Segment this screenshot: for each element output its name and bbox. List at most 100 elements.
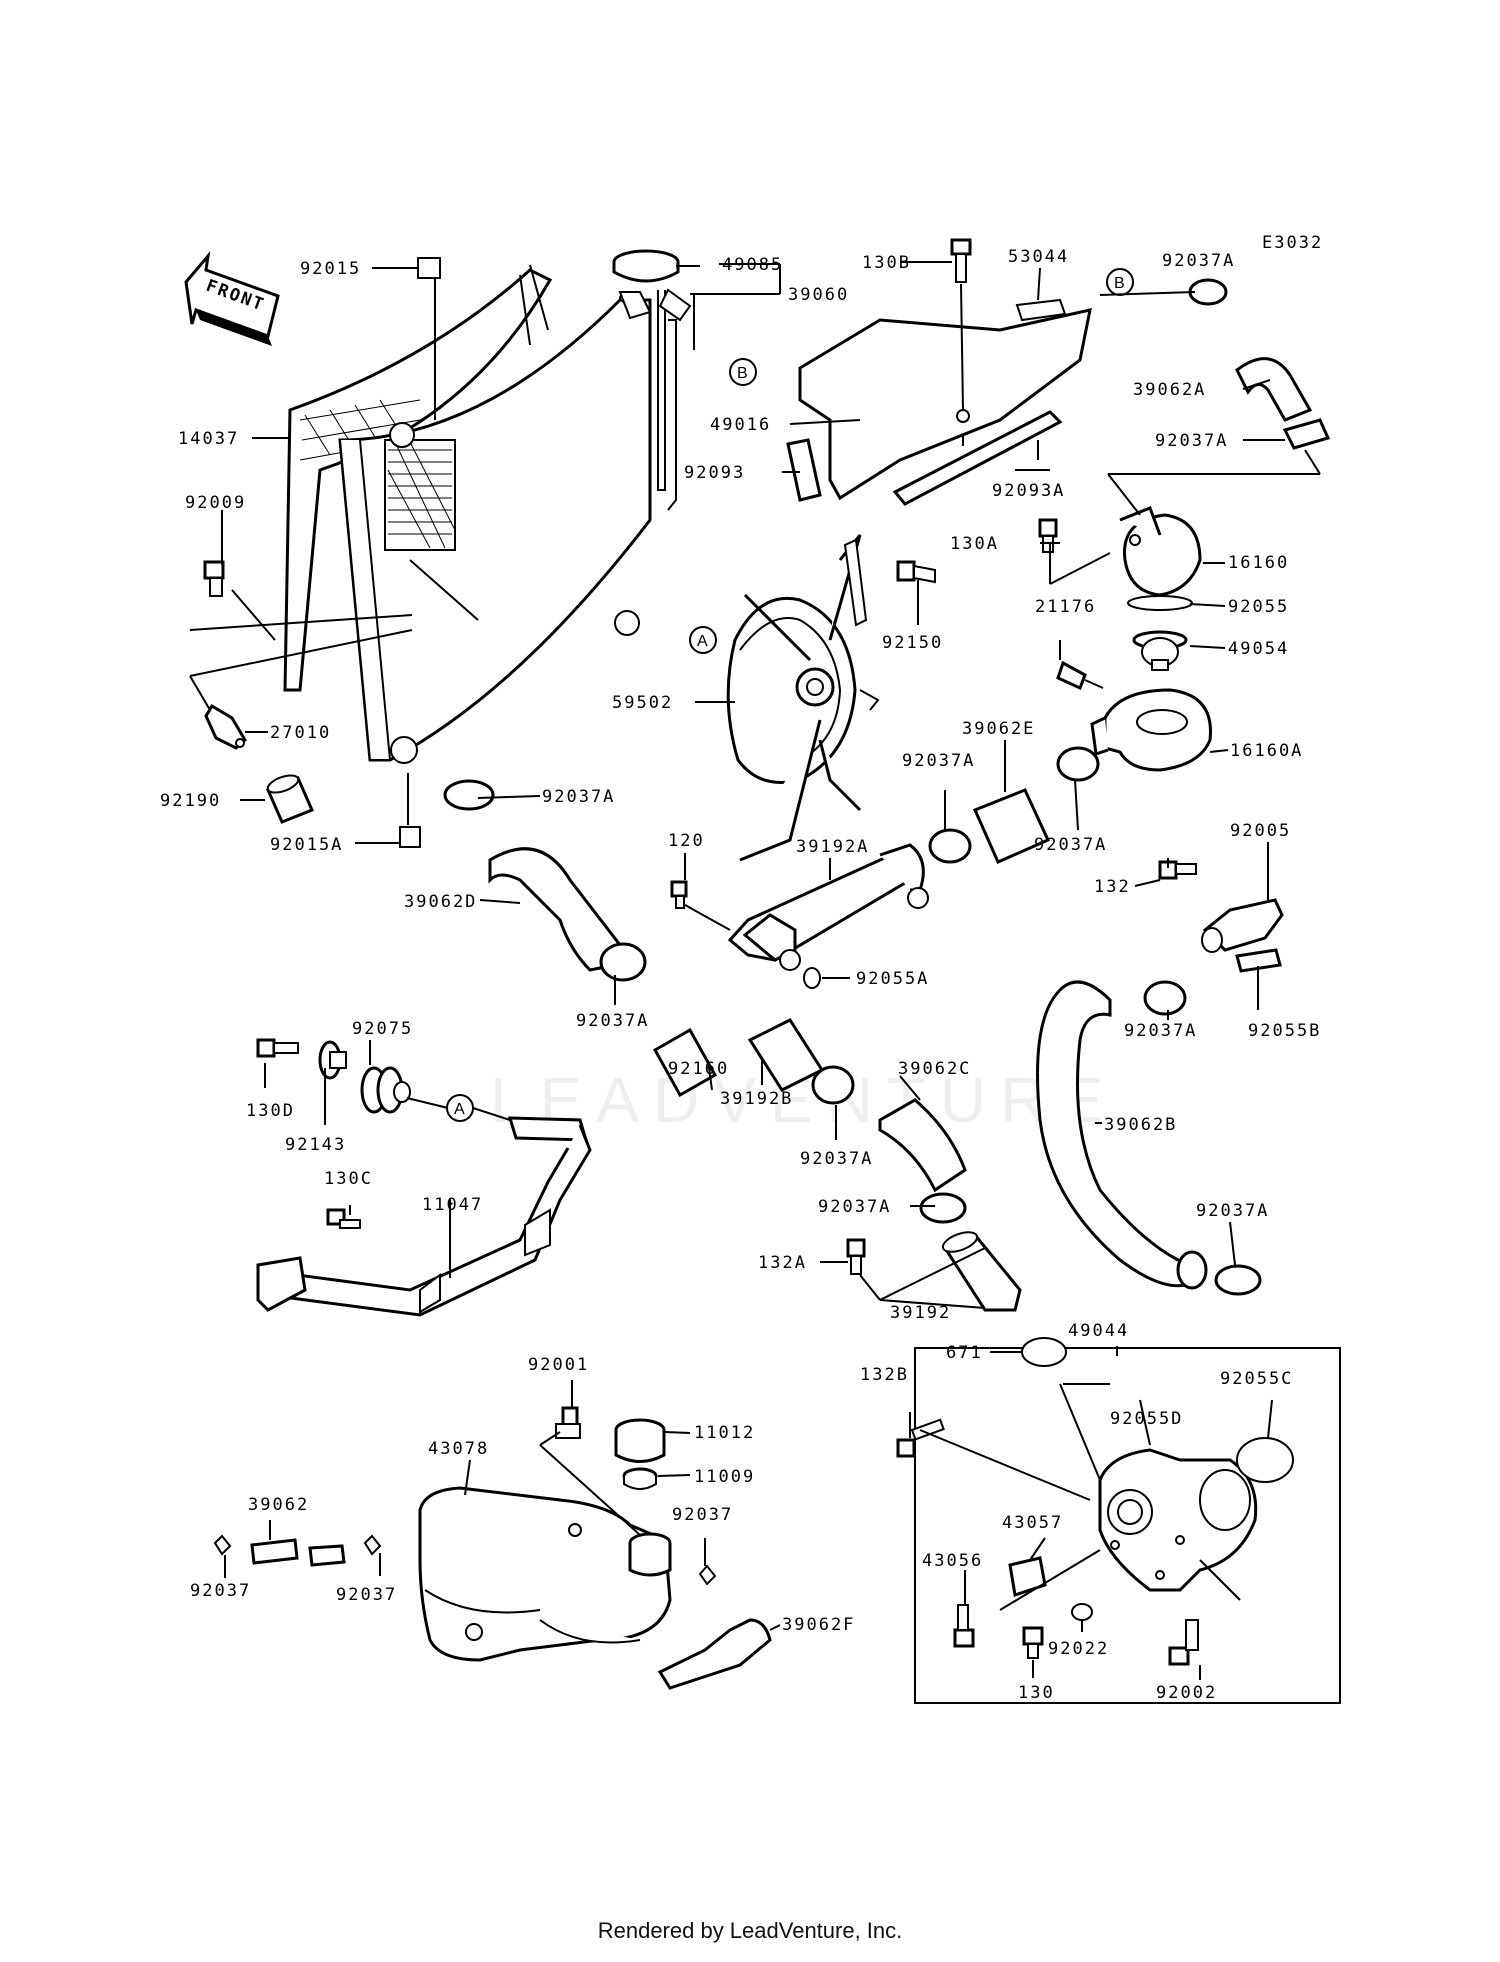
label-92037A-5: 92037A (1034, 835, 1107, 855)
ref-a-label: A (697, 633, 708, 650)
label-14037: 14037 (178, 429, 239, 449)
bolt-92002 (1168, 1619, 1199, 1666)
bolt-130A (1038, 518, 1058, 553)
label-92150: 92150 (882, 633, 943, 653)
label-92037A-7: 92037A (576, 1011, 649, 1031)
label-92160: 92160 (668, 1059, 729, 1079)
ref-b-label-2: B (1114, 275, 1125, 292)
bolt-130B (950, 238, 972, 283)
label-130C: 130C (324, 1169, 373, 1189)
fitting-92005 (1201, 898, 1284, 953)
reservoir-tank-43078 (418, 1486, 672, 1662)
o-ring-92055 (1127, 595, 1193, 611)
clip-92037-mid (363, 1534, 382, 1556)
bolt-92001 (555, 1406, 581, 1439)
bolt-43056 (953, 1604, 975, 1648)
clamp-92037A-pipe (928, 828, 972, 864)
label-92037A-1: 92037A (1162, 251, 1235, 271)
label-132: 132 (1094, 877, 1131, 897)
label-39062: 39062 (248, 1495, 309, 1515)
o-ring-92055C (1236, 1437, 1294, 1483)
ref-b-label: B (737, 365, 748, 382)
bolt-120 (670, 880, 688, 909)
clamp-92037A-small (1282, 418, 1331, 450)
label-92055C: 92055C (1220, 1369, 1293, 1389)
footer-credit: Rendered by LeadVenture, Inc. (597, 1918, 903, 1943)
label-39062B: 39062B (1104, 1115, 1177, 1135)
label-92009: 92009 (185, 493, 246, 513)
hose-39062A (1235, 357, 1313, 422)
label-27010: 27010 (270, 723, 331, 743)
label-92055D: 92055D (1110, 1409, 1183, 1429)
bolt-132 (1158, 860, 1197, 880)
label-130B: 130B (862, 253, 911, 273)
label-92093A: 92093A (992, 481, 1065, 501)
water-pipe-39192A (727, 843, 929, 971)
label-92005: 92005 (1230, 821, 1291, 841)
water-pump-box (914, 1347, 1341, 1704)
cap-11012 (614, 1418, 666, 1463)
clip-92037-left (213, 1534, 232, 1556)
label-11009: 11009 (694, 1467, 755, 1487)
label-92037A-9: 92037A (1196, 1201, 1269, 1221)
strip-92093A (892, 410, 1063, 506)
ref-circle-a-bracket: A (446, 1094, 474, 1122)
label-671: 671 (946, 1343, 983, 1363)
ref-circle-b-radiator: B (729, 358, 757, 386)
ref-a-label-2: A (454, 1101, 465, 1118)
ref-circle-b-thermostat: B (1106, 268, 1134, 296)
plate-43057 (1008, 1556, 1047, 1597)
bracket-11047 (256, 1116, 592, 1317)
label-92015A: 92015A (270, 835, 343, 855)
reservoir-neck (628, 1532, 672, 1577)
label-53044: 53044 (1008, 247, 1069, 267)
label-92190: 92190 (160, 791, 221, 811)
cooling-fan-59502 (726, 534, 880, 862)
seal-53044 (1015, 298, 1067, 322)
label-92037A-6: 92037A (1124, 1021, 1197, 1041)
diagram-code: E3032 (1262, 233, 1323, 253)
label-132B: 132B (860, 1365, 909, 1385)
label-92037-3: 92037 (336, 1585, 397, 1605)
bolt-132A (846, 1238, 866, 1275)
water-pump-49044 (1098, 1448, 1258, 1592)
label-132A: 132A (758, 1253, 807, 1273)
label-21176: 21176 (1035, 597, 1096, 617)
cap-11009 (622, 1467, 658, 1490)
label-39192: 39192 (890, 1303, 951, 1323)
thermostat-cover-16160 (1119, 506, 1202, 597)
label-39062F: 39062F (782, 1615, 855, 1635)
clamp-92037A-hose-d (599, 942, 647, 982)
label-130A: 130A (950, 534, 999, 554)
label-43078: 43078 (428, 1439, 489, 1459)
label-130: 130 (1018, 1683, 1055, 1703)
label-92055A: 92055A (856, 969, 929, 989)
label-92055: 92055 (1228, 597, 1289, 617)
hose-39062B-end (1176, 1250, 1208, 1290)
label-43057: 43057 (1002, 1513, 1063, 1533)
clip-92037-right (698, 1564, 717, 1586)
label-92037A-4: 92037A (542, 787, 615, 807)
label-39062A: 39062A (1133, 380, 1206, 400)
label-11047: 11047 (422, 1195, 483, 1215)
label-92037A-3: 92037A (902, 751, 975, 771)
label-39062E: 39062E (962, 719, 1035, 739)
label-49085: 49085 (722, 255, 783, 275)
label-49054: 49054 (1228, 639, 1289, 659)
leader-lines (189, 261, 1321, 1680)
label-49044: 49044 (1068, 1321, 1129, 1341)
radiator-core (338, 290, 677, 764)
label-92022: 92022 (1048, 1639, 1109, 1659)
label-92037A-2: 92037A (1155, 431, 1228, 451)
o-ring-92055A (803, 967, 821, 989)
label-39192A: 39192A (796, 837, 869, 857)
grommet-92075 (360, 1066, 411, 1114)
label-92037A-10: 92037A (818, 1197, 891, 1217)
clamp-92037A-thermostat (1056, 746, 1100, 782)
gasket-92055B (1235, 948, 1282, 973)
bolt-130D (256, 1038, 299, 1058)
washer-92022 (1071, 1603, 1093, 1621)
bolt-132B (896, 1418, 945, 1458)
clamp-92037A-hose-b (1214, 1264, 1262, 1296)
hose-92190 (266, 774, 314, 824)
